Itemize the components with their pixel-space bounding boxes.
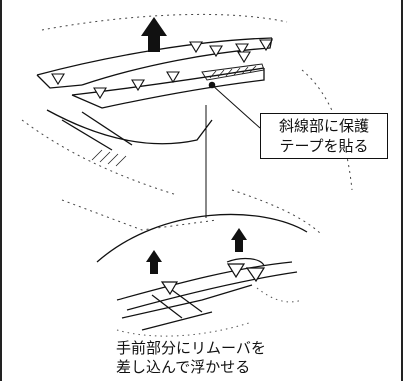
- caption-line-2: 差し込んで浮かせる: [116, 358, 251, 376]
- callout-line-1: 斜線部に保護: [278, 117, 369, 135]
- clip-markers: [51, 39, 273, 100]
- callout-leader: [208, 81, 261, 129]
- callout-line-2: テープを貼る: [279, 137, 369, 155]
- magnified-detail-arc: [96, 213, 308, 263]
- caption-line-1: 手前部分にリムーバを: [116, 339, 266, 357]
- caption-instruction: 手前部分にリムーバを 差し込んで浮かせる: [116, 339, 336, 377]
- hatched-area: [91, 63, 265, 167]
- trim-piece-upper: [36, 37, 273, 151]
- lift-arrow-upper: [141, 17, 167, 52]
- detail-dots: [116, 287, 303, 337]
- trim-piece-detail: [116, 257, 298, 331]
- callout-hatched-area-note: 斜線部に保護 テープを貼る: [260, 113, 388, 159]
- lift-arrows-lower: [146, 228, 247, 274]
